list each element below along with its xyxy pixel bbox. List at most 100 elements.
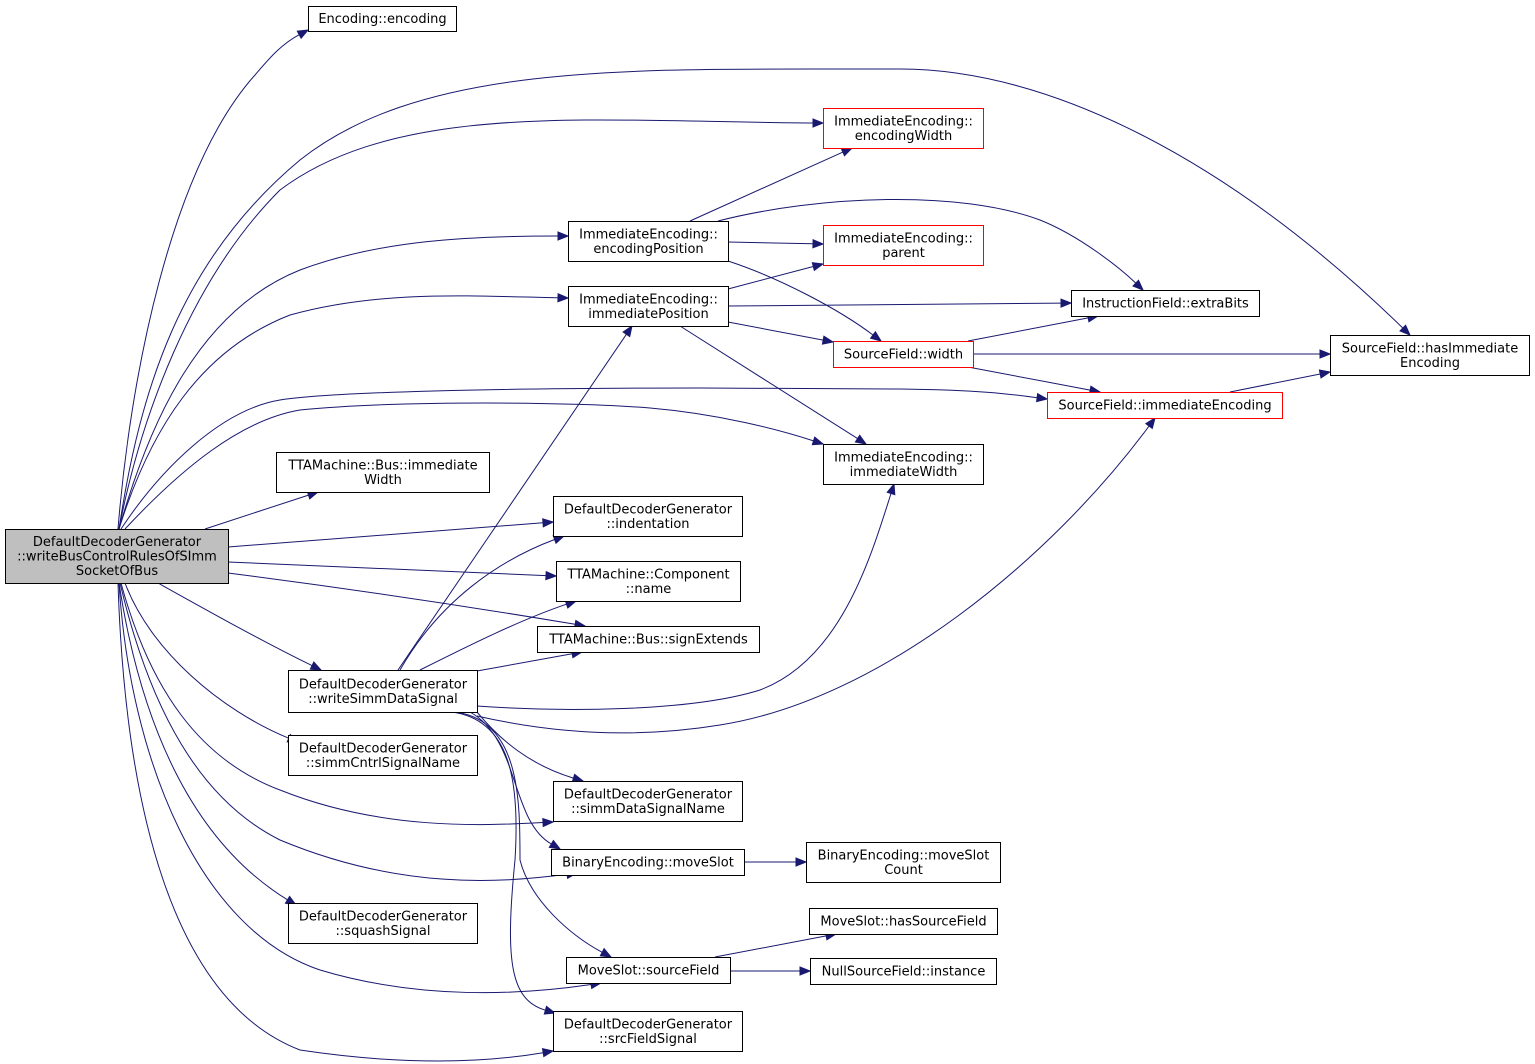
node-box	[1071, 290, 1260, 317]
edge-root-to-ddg_srcFieldSignal	[117, 582, 555, 1062]
node-label-line: encodingWidth	[855, 129, 952, 144]
node-ddg-simmDataSignalName[interactable]: DefaultDecoderGenerator::simmDataSignalN…	[553, 781, 743, 822]
edge-line	[119, 582, 568, 881]
node-ie-encodingPosition[interactable]: ImmediateEncoding::encodingPosition	[568, 221, 729, 262]
node-be-moveSlot[interactable]: BinaryEncoding::moveSlot	[551, 849, 745, 876]
node-label-line: TTAMachine::Bus::immediate	[287, 458, 477, 473]
node-box	[823, 444, 984, 485]
edge-line	[397, 334, 627, 671]
edge-arrowhead	[869, 330, 883, 342]
node-box	[823, 108, 984, 149]
edge-line	[118, 582, 288, 901]
node-label-line: DefaultDecoderGenerator	[299, 741, 468, 756]
edge-root-to-bus_immediateWidth	[204, 490, 320, 530]
node-ddg-srcFieldSignal[interactable]: DefaultDecoderGenerator::srcFieldSignal	[553, 1011, 743, 1052]
edge-root-to-ddg_simmDataSignalName	[120, 582, 555, 828]
edge-root-to-ie_immediateWidth	[124, 402, 825, 530]
node-label-line: ::squashSignal	[336, 924, 431, 939]
edge-line	[967, 366, 1091, 391]
node-enc-encoding[interactable]: Encoding::encoding	[308, 6, 457, 32]
node-box	[537, 626, 760, 653]
edge-ie_encodingPosition-to-sf_width	[727, 260, 883, 342]
node-label-line: parent	[882, 246, 925, 261]
node-box	[809, 908, 998, 935]
node-label-line: DefaultDecoderGenerator	[33, 535, 202, 550]
node-label-line: encodingPosition	[593, 242, 703, 257]
node-ie-parent[interactable]: ImmediateEncoding::parent	[823, 225, 984, 266]
edge-line	[118, 582, 592, 994]
edge-line	[476, 425, 1150, 734]
edge-root-to-ddg_indentation	[227, 518, 555, 548]
node-label-line: DefaultDecoderGenerator	[299, 677, 468, 692]
edge-arrowhead	[557, 293, 570, 303]
node-nsf-instance[interactable]: NullSourceField::instance	[810, 958, 997, 985]
node-sf-width[interactable]: SourceField::width	[833, 341, 974, 368]
edge-line	[454, 711, 603, 953]
node-ie-immediateWidth[interactable]: ImmediateEncoding::immediateWidth	[823, 444, 984, 485]
node-ie-encodingWidth[interactable]: ImmediateEncoding::encodingWidth	[823, 108, 984, 149]
edge-line	[451, 711, 546, 1011]
edge-arrowhead	[812, 118, 825, 128]
node-if-extraBits[interactable]: InstructionField::extraBits	[1071, 290, 1260, 317]
node-ddg-simmCntrlSignalName[interactable]: DefaultDecoderGenerator::simmCntrlSignal…	[288, 735, 478, 776]
edge-ie_encodingPosition-to-ie_parent	[727, 239, 825, 249]
node-label-line: BinaryEncoding::moveSlot	[562, 856, 734, 871]
node-box	[556, 561, 741, 602]
node-label-line: ::simmCntrlSignalName	[306, 756, 460, 771]
node-bus-immediateWidth[interactable]: TTAMachine::Bus::immediateWidth	[276, 452, 490, 493]
node-box	[823, 225, 984, 266]
node-box	[1047, 392, 1283, 419]
edge-ddg_writeSimmDataSignal-to-ms_sourceField	[454, 711, 613, 958]
node-label-line: ImmediateEncoding::	[579, 227, 718, 242]
edge-arrowhead	[1144, 416, 1156, 430]
edge-arrowhead	[840, 147, 854, 157]
edge-root-to-ie_immediatePosition	[118, 293, 570, 530]
node-box	[566, 957, 731, 984]
node-box	[553, 1011, 743, 1052]
edge-line	[476, 711, 574, 779]
node-label-line: ::indentation	[606, 517, 689, 532]
node-box	[276, 452, 490, 493]
edge-root-to-ddg_squashSignal	[118, 582, 298, 906]
edge-line	[1229, 373, 1321, 393]
node-box	[1330, 335, 1530, 376]
edge-root-to-ie_encodingPosition	[118, 231, 570, 530]
node-bus-signExtends[interactable]: TTAMachine::Bus::signExtends	[537, 626, 760, 653]
node-box	[288, 735, 478, 776]
edge-line	[727, 241, 814, 245]
edge-line	[399, 539, 555, 671]
edge-ie_immediatePosition-to-sf_width	[727, 321, 835, 345]
edge-line	[118, 119, 814, 530]
node-ms-sourceField[interactable]: MoveSlot::sourceField	[566, 957, 731, 984]
edge-sf_width-to-if_extraBits	[967, 313, 1100, 342]
edge-line	[727, 266, 814, 290]
edge-ms_sourceField-to-nsf_instance	[730, 966, 812, 976]
node-box	[553, 781, 743, 822]
node-label-line: Encoding::encoding	[318, 12, 446, 27]
edge-ddg_writeSimmDataSignal-to-ddg_simmDataSignalName	[476, 711, 585, 783]
node-root[interactable]: DefaultDecoderGenerator::writeBusControl…	[5, 529, 229, 584]
node-label-line: SocketOfBus	[76, 564, 158, 579]
edge-ddg_writeSimmDataSignal-to-ddg_srcFieldSignal	[451, 711, 557, 1015]
node-sf-immediateEncoding[interactable]: SourceField::immediateEncoding	[1047, 392, 1283, 419]
node-box	[288, 670, 478, 713]
edge-root-to-ddg_simmCntrlSignalName	[124, 582, 300, 743]
edge-line	[727, 321, 824, 341]
node-ddg-squashSignal[interactable]: DefaultDecoderGenerator::squashSignal	[288, 903, 478, 944]
edge-line	[118, 235, 559, 530]
edge-ddg_writeSimmDataSignal-to-ie_immediateWidth	[476, 482, 896, 710]
edge-line	[118, 295, 559, 530]
node-comp-name[interactable]: TTAMachine::Component::name	[556, 561, 741, 602]
node-ddg-writeSimmDataSignal[interactable]: DefaultDecoderGenerator::writeSimmDataSi…	[288, 670, 478, 713]
node-ms-hasSourceField[interactable]: MoveSlot::hasSourceField	[809, 908, 998, 935]
node-ddg-indentation[interactable]: DefaultDecoderGenerator::indentation	[553, 496, 743, 537]
edge-sf_immediateEncoding-to-sf_hasImmediateEncoding	[1229, 369, 1332, 393]
edge-line	[124, 402, 814, 530]
edge-line	[419, 603, 567, 671]
node-box	[288, 903, 478, 944]
node-box	[308, 6, 457, 32]
node-ie-immediatePosition[interactable]: ImmediateEncoding::immediatePosition	[568, 286, 729, 327]
